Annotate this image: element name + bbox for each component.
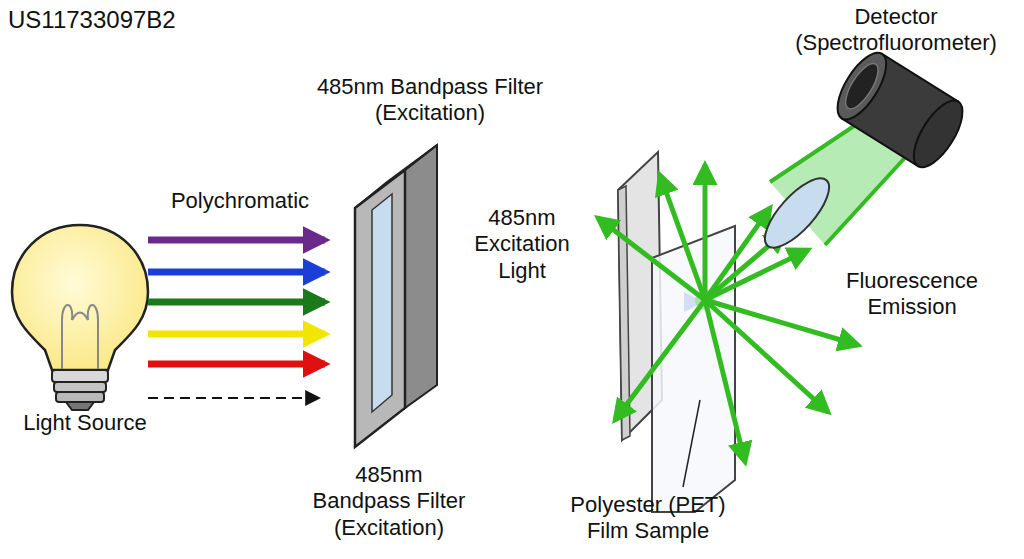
component-label: 485nm Bandpass Filter (Excitation) [290,74,570,127]
cone-edge [770,118,866,182]
patent-number: US11733097B2 [8,6,176,35]
film-sample [618,152,735,512]
light-bulb [12,225,148,410]
beam-label: Polychromatic [150,188,330,214]
component-label: Light Source [5,410,165,436]
cone-edge [825,150,912,245]
emission-rays [598,165,858,462]
emission-label: Fluorescence Emission [832,268,992,321]
component-label: Detector (Spectrofluorometer) [780,4,1012,57]
component-label: Polyester (PET) Film Sample [560,492,736,545]
leader-line [683,400,700,487]
beam-label: 485nm Excitation Light [462,205,582,284]
bandpass-filter [355,145,437,447]
polychromatic-rays [148,240,325,398]
collection-lens [755,169,839,257]
detector-cylinder [828,45,972,174]
component-label: 485nm Bandpass Filter (Excitation) [305,462,473,541]
